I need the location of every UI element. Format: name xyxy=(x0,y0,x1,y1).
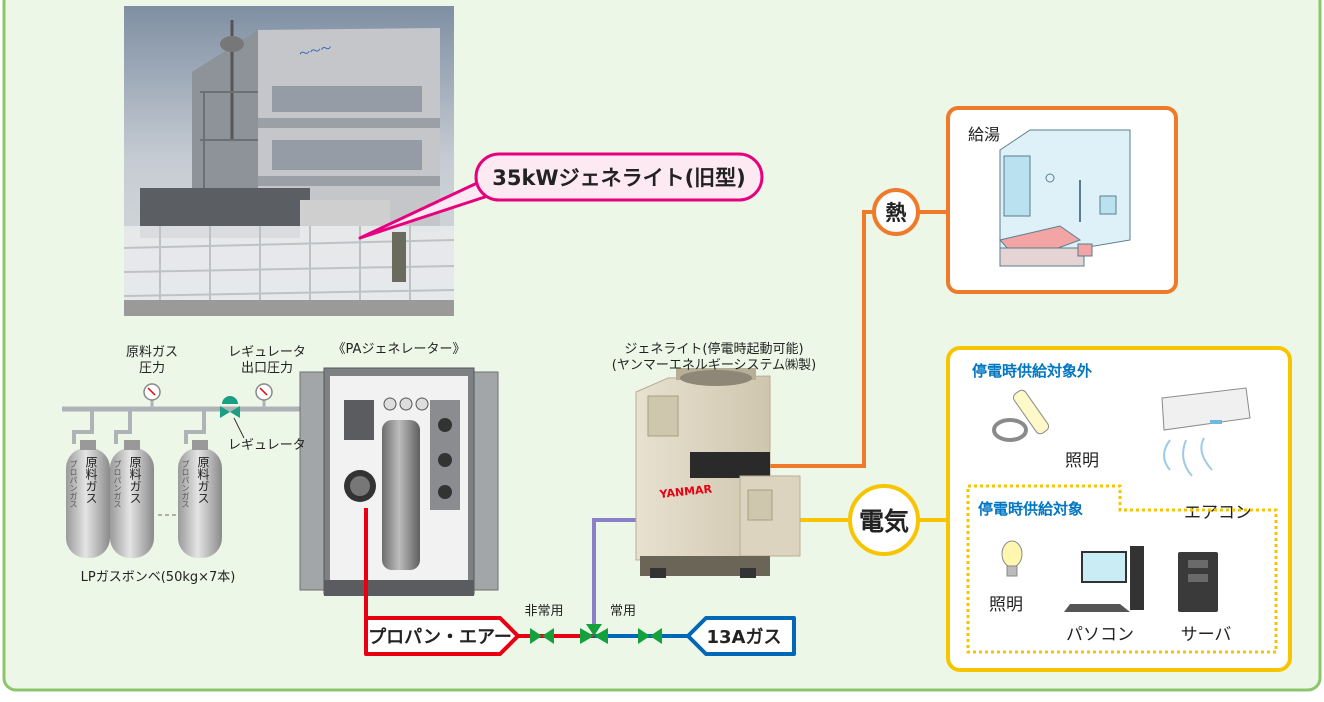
cylinder-1-sublabel: プロパンガス xyxy=(69,460,78,508)
air-conditioner-icon xyxy=(1161,387,1251,477)
normal-valve-icon xyxy=(638,628,662,644)
gas-cylinders xyxy=(66,409,222,558)
emergency-use-label: 非常用 xyxy=(524,604,564,619)
propane-cylinder xyxy=(110,440,154,558)
genelite-title: ジェネライト(停電時起動可能) (ヤンマーエネルギーシステム㈱製) xyxy=(611,342,817,374)
genelite-unit xyxy=(635,368,801,578)
supplied-title: 停電時供給対象 xyxy=(978,500,1083,518)
photo-callout-text: 35kWジェネライト(旧型) xyxy=(492,166,746,190)
pa-generator-cabinet xyxy=(299,367,499,596)
city-gas-box xyxy=(686,616,796,656)
not-supplied-item-light: 照明 xyxy=(1065,451,1099,471)
supplied-item-pc: パソコン xyxy=(1066,625,1134,645)
hot-water-label: 給湯 xyxy=(968,125,1000,144)
supplied-item-light: 照明 xyxy=(989,595,1023,615)
propane-cylinder xyxy=(66,440,110,558)
regulator-label: レギュレータ xyxy=(228,438,306,453)
propane-air-label: プロパン・エアー xyxy=(368,626,512,648)
heat-label: 熱 xyxy=(886,201,907,225)
server-icon xyxy=(1178,552,1218,612)
light-bulb-icon xyxy=(1001,540,1023,577)
supplied-area xyxy=(966,484,1278,654)
fluorescent-lamp-icon xyxy=(992,389,1050,442)
electricity-node xyxy=(848,484,920,556)
photo-callout xyxy=(358,152,764,240)
normal-use-label: 常用 xyxy=(609,604,636,619)
emergency-valve-icon xyxy=(530,628,554,644)
feed-pressure-label: 原料ガス 圧力 xyxy=(125,345,178,377)
pa-generator-title: 《PAジェネレーター》 xyxy=(332,342,466,357)
supplied-item-server: サーバ xyxy=(1181,625,1232,645)
propane-air-box xyxy=(364,616,520,656)
cylinder-2-label: 原料ガス xyxy=(128,456,142,504)
heat-node xyxy=(872,188,920,236)
building-photo: ～～～ xyxy=(123,6,455,316)
cylinder-1-label: 原料ガス xyxy=(84,456,98,504)
regulator-icon xyxy=(220,396,240,418)
cylinder-2-sublabel: プロパンガス xyxy=(113,460,122,508)
pc-icon xyxy=(1064,546,1144,612)
cylinders-caption: LPガスボンベ(50kg×7本) xyxy=(80,570,236,585)
propane-cylinder xyxy=(178,440,222,558)
outlet-pressure-label: レギュレータ 出口圧力 xyxy=(228,345,306,377)
gas-supply-header xyxy=(62,383,308,439)
three-way-valve-icon xyxy=(580,624,608,644)
bathroom-icon xyxy=(999,129,1131,267)
city-gas-label: 13Aガス xyxy=(707,627,782,648)
not-supplied-title: 停電時供給対象外 xyxy=(972,362,1092,380)
cylinder-3-label: 原料ガス xyxy=(196,456,210,504)
cylinder-3-sublabel: プロパンガス xyxy=(181,460,190,508)
genelite-brand: YANMAR xyxy=(658,483,713,502)
electricity-label: 電気 xyxy=(859,507,909,536)
not-supplied-item-ac: エアコン xyxy=(1184,503,1252,523)
